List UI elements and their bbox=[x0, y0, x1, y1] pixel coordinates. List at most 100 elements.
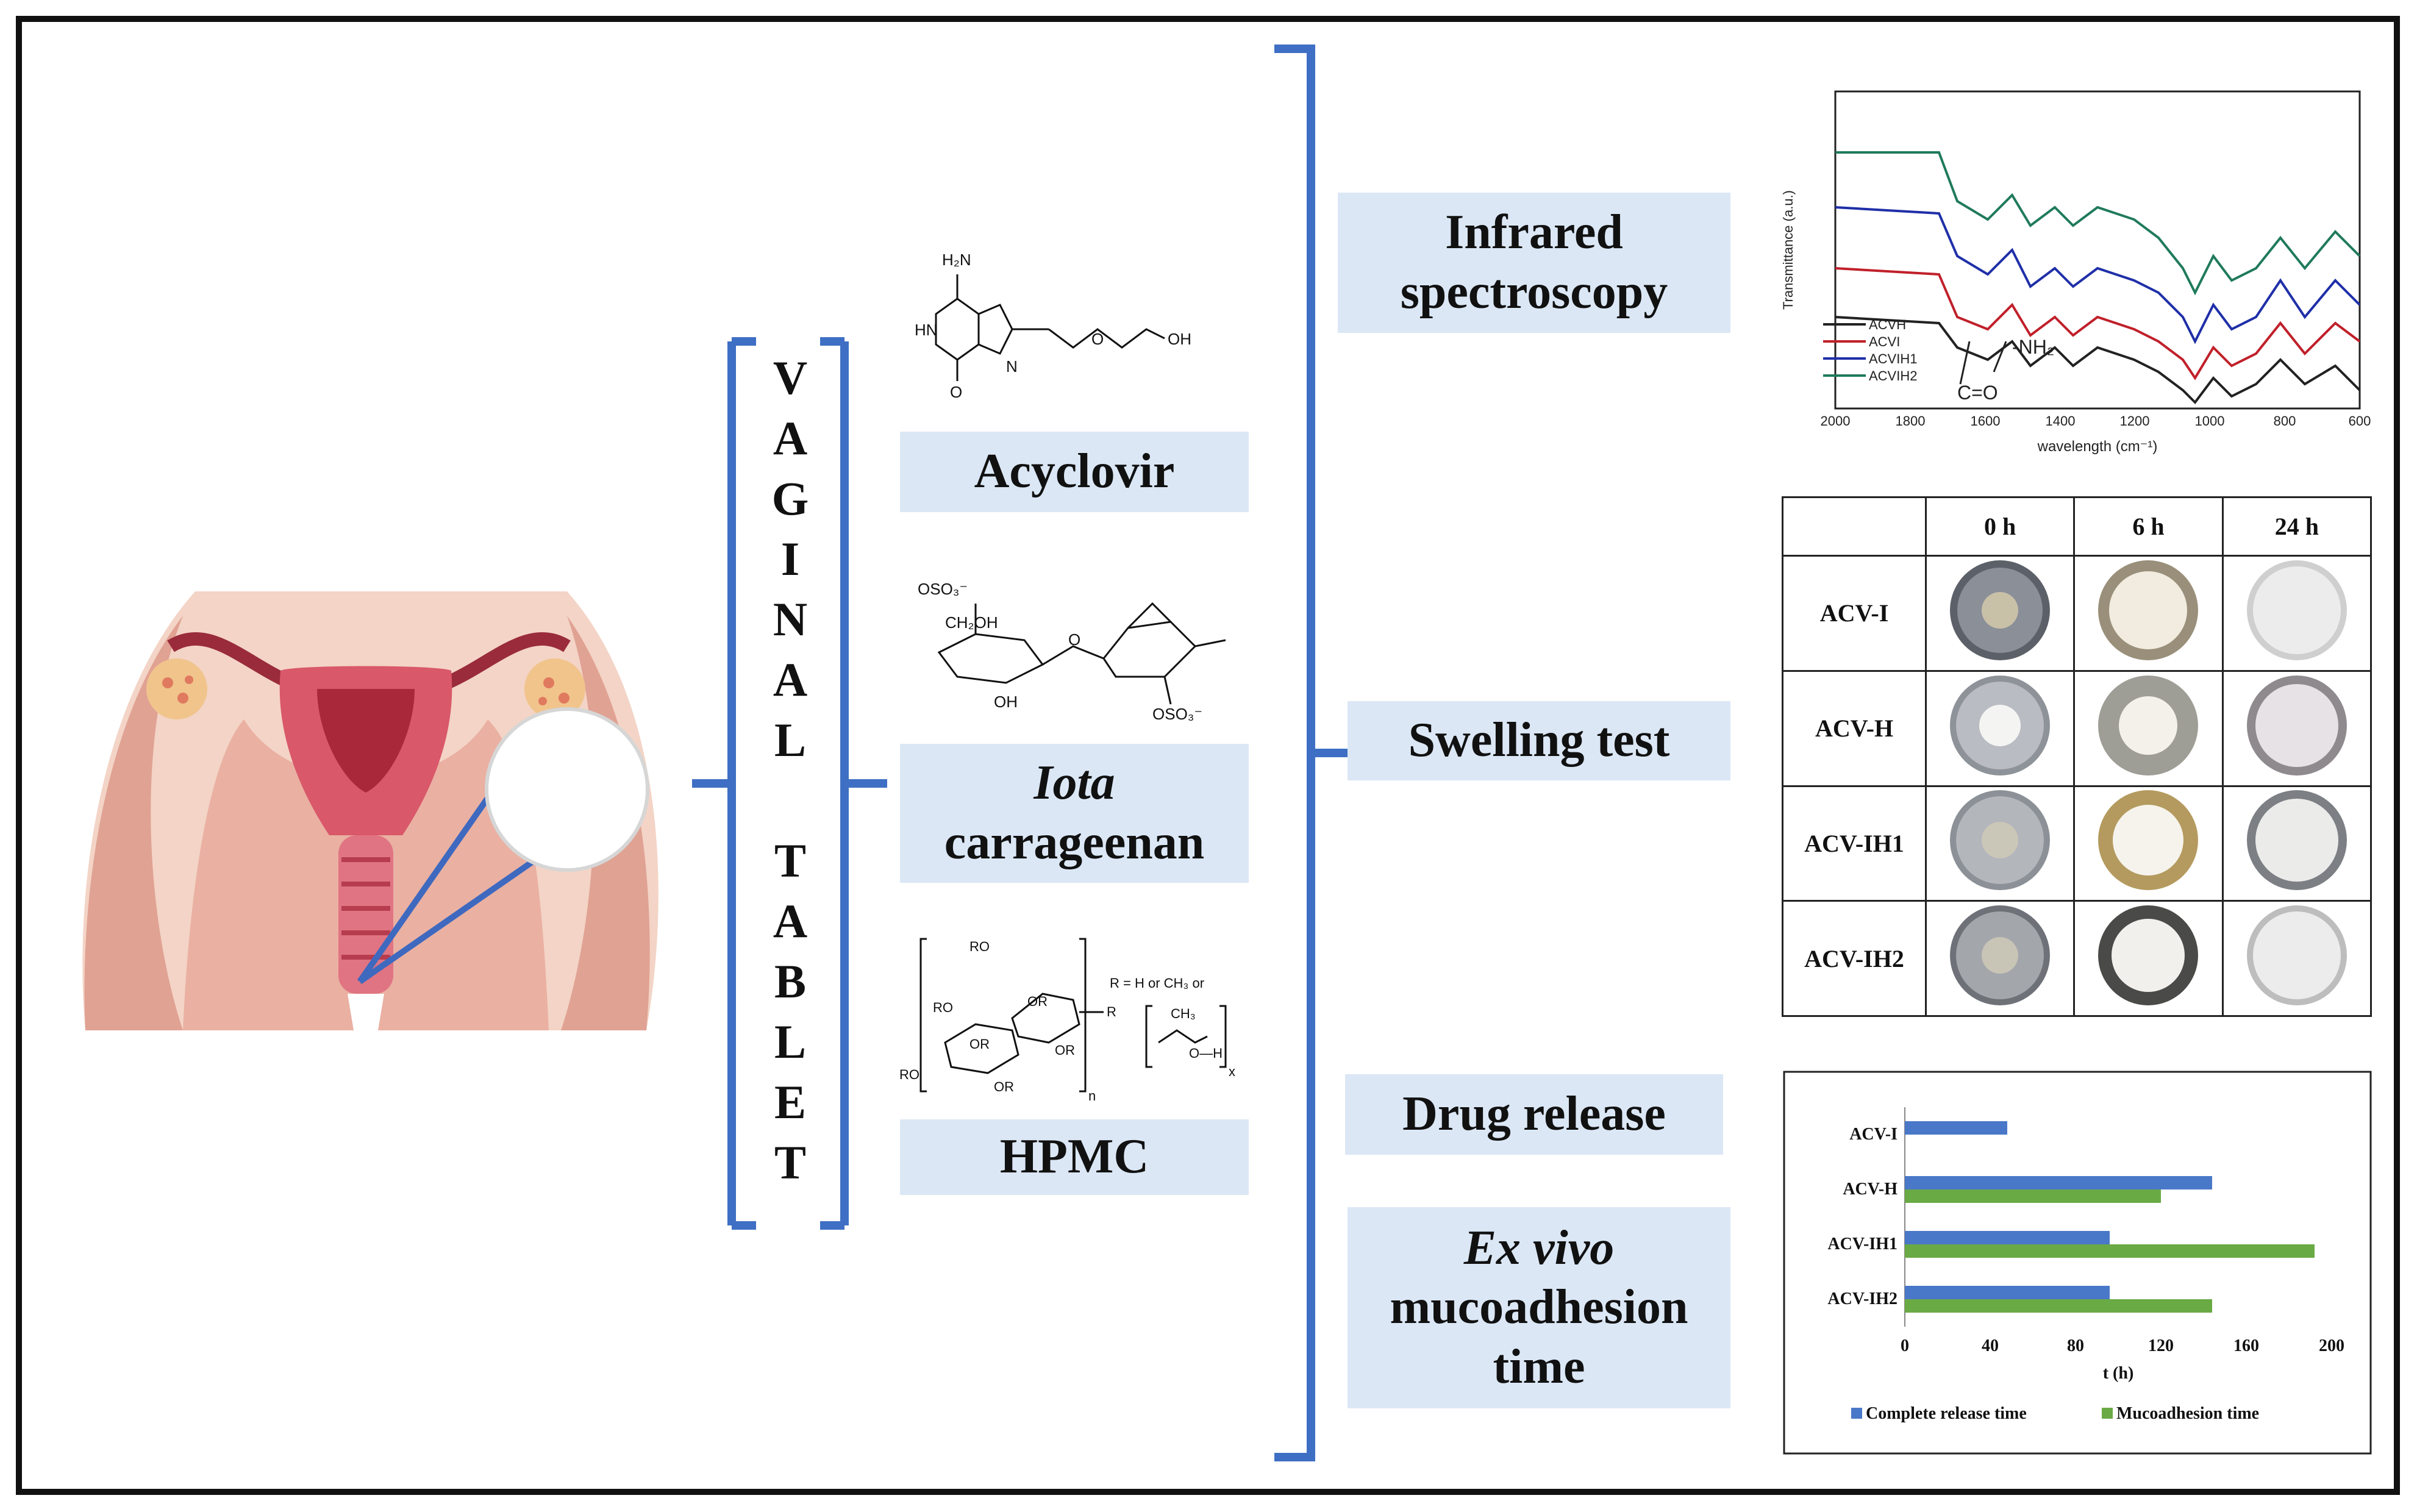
legend-swatch-mucoadhesion bbox=[2102, 1408, 2113, 1419]
ir-tick: 2000 bbox=[1821, 413, 1851, 429]
table-row: ACV-H bbox=[1782, 669, 2372, 787]
series-acvi bbox=[1835, 267, 2361, 380]
drug-release-box: Drug release bbox=[1345, 1074, 1723, 1155]
co-annotation: C=O bbox=[1957, 382, 1998, 404]
photo-cell bbox=[1924, 555, 2076, 672]
letter: A bbox=[773, 412, 808, 465]
letter: N bbox=[773, 593, 808, 646]
o-label: O bbox=[950, 383, 962, 401]
acyclovir-structure: H₂N HN O N O OH bbox=[915, 251, 1191, 401]
ch3-label: CH₃ bbox=[1171, 1006, 1196, 1021]
infrared-box: Infrared spectroscopy bbox=[1338, 193, 1730, 333]
header-cell: 24 h bbox=[2221, 496, 2372, 557]
legend-release: Complete release time bbox=[1866, 1404, 2027, 1423]
letter: B bbox=[774, 955, 807, 1008]
category-label: ACV-IH2 bbox=[1827, 1289, 1898, 1308]
legend-acvih2: ACVIH2 bbox=[1869, 368, 1917, 383]
table-row: ACV-I bbox=[1782, 555, 2372, 672]
photo-cell bbox=[2221, 555, 2372, 672]
header-cell: 0 h bbox=[1924, 496, 2076, 557]
row-label: ACV-I bbox=[1782, 555, 1927, 672]
acyclovir-box: Acyclovir bbox=[900, 432, 1249, 512]
swelling-label: Swelling test bbox=[1408, 713, 1670, 768]
iota-carrageenan-structure: OSO₃⁻ CH₂OH OH O OSO₃⁻ bbox=[918, 580, 1226, 723]
row-label: ACV-H bbox=[1782, 669, 1927, 787]
letter: V bbox=[773, 351, 808, 404]
hpmc-label: HPMC bbox=[999, 1130, 1149, 1184]
infrared-line-2: spectroscopy bbox=[1400, 265, 1668, 319]
bar-mucoadhesion-time bbox=[1905, 1244, 2315, 1258]
table-row: ACV-IH1 bbox=[1782, 785, 2372, 902]
ir-tick: 1400 bbox=[2046, 413, 2076, 429]
nh2-annotation: -NH₂ bbox=[2012, 336, 2054, 358]
oh-label: OH bbox=[1168, 330, 1191, 348]
x-subscript: x bbox=[1229, 1064, 1235, 1079]
legend-acvh: ACVH bbox=[1869, 317, 1906, 332]
n-label: N bbox=[1006, 357, 1018, 376]
ir-legend: ACVH ACVI ACVIH1 ACVIH2 bbox=[1823, 317, 1917, 383]
series-acvih2 bbox=[1835, 151, 2361, 296]
ir-ylabel: Transmittance (a.u.) bbox=[1780, 190, 1796, 310]
carrageenan-label: carrageenan bbox=[944, 816, 1205, 869]
legend-swatch-release bbox=[1851, 1408, 1862, 1419]
photo-cell bbox=[2073, 900, 2224, 1017]
iota-label: Iota bbox=[1034, 754, 1115, 813]
ir-xlabel: wavelength (cm⁻¹) bbox=[2037, 438, 2158, 455]
bar-complete-release-time bbox=[1905, 1121, 2007, 1135]
ir-tick: 1000 bbox=[2195, 413, 2225, 429]
ch2oh-label: CH₂OH bbox=[945, 613, 998, 632]
header-cell: 6 h bbox=[2073, 496, 2224, 557]
letter: T bbox=[774, 834, 807, 887]
photo-cell bbox=[2073, 555, 2224, 672]
letter: A bbox=[773, 894, 808, 947]
photo-cell bbox=[2073, 669, 2224, 787]
or-label-4: OR bbox=[994, 1079, 1014, 1094]
iota-italic-text: Iota bbox=[1034, 756, 1115, 810]
hpmc-structure: RO RO RO OR OR OR OR R n R = H or CH₃ or… bbox=[899, 938, 1235, 1104]
x-tick-label: 160 bbox=[2233, 1336, 2259, 1355]
legend-acvi: ACVI bbox=[1869, 334, 1900, 349]
exvivo-line-3: time bbox=[1493, 1339, 1585, 1394]
vaginal-tablet-label: V A G I N A L T A B L E T bbox=[754, 348, 827, 1193]
letter: L bbox=[774, 713, 807, 766]
legend-mucoadhesion: Mucoadhesion time bbox=[2116, 1404, 2259, 1423]
x-tick-label: 120 bbox=[2148, 1336, 2174, 1355]
ro-label-3: RO bbox=[899, 1067, 919, 1082]
x-tick-label: 0 bbox=[1901, 1336, 1909, 1355]
photo-cell bbox=[2073, 785, 2224, 902]
x-axis-label: t (h) bbox=[2103, 1364, 2134, 1383]
glycosidic-o-label: O bbox=[1068, 630, 1080, 649]
oso3-top-label: OSO₃⁻ bbox=[918, 580, 968, 598]
bar-complete-release-time bbox=[1905, 1176, 2212, 1189]
letter: I bbox=[780, 532, 800, 585]
row-label: ACV-IH1 bbox=[1782, 785, 1927, 902]
ir-spectrum-chart: Transmittance (a.u.) wavelength (cm⁻¹) -… bbox=[1780, 90, 2371, 455]
nh2-label: H₂N bbox=[942, 251, 971, 269]
exvivo-italic-text: Ex vivo bbox=[1463, 1221, 1615, 1275]
hn-label: HN bbox=[915, 321, 938, 339]
ir-tick: 800 bbox=[2274, 413, 2296, 429]
iota-carrageenan-box: Iota carrageenan bbox=[900, 744, 1249, 883]
category-label: ACV-IH1 bbox=[1827, 1235, 1898, 1253]
bar-mucoadhesion-time bbox=[1905, 1299, 2212, 1313]
r-definition: R = H or CH₃ or bbox=[1110, 975, 1204, 991]
ir-tick: 1200 bbox=[2120, 413, 2150, 429]
ir-tick: 1600 bbox=[1971, 413, 2001, 429]
letter: E bbox=[774, 1075, 807, 1129]
bars-group bbox=[1905, 1121, 2315, 1313]
oh-label: O—H bbox=[1189, 1046, 1223, 1061]
chart-legend: Complete release time Mucoadhesion time bbox=[1851, 1404, 2259, 1423]
bar-complete-release-time bbox=[1905, 1286, 2110, 1299]
r-label: R bbox=[1107, 1004, 1116, 1019]
ether-o-label: O bbox=[1091, 330, 1104, 348]
photo-cell bbox=[2221, 900, 2372, 1017]
tests-bracket bbox=[1274, 45, 1351, 1461]
category-label: ACV-H bbox=[1843, 1180, 1898, 1199]
ir-tick: 600 bbox=[2349, 413, 2371, 429]
x-tick-label: 40 bbox=[1982, 1336, 1999, 1355]
acyclovir-label: Acyclovir bbox=[974, 444, 1175, 499]
table-row: ACV-IH2 bbox=[1782, 900, 2372, 1017]
x-tick-label: 200 bbox=[2319, 1336, 2344, 1355]
